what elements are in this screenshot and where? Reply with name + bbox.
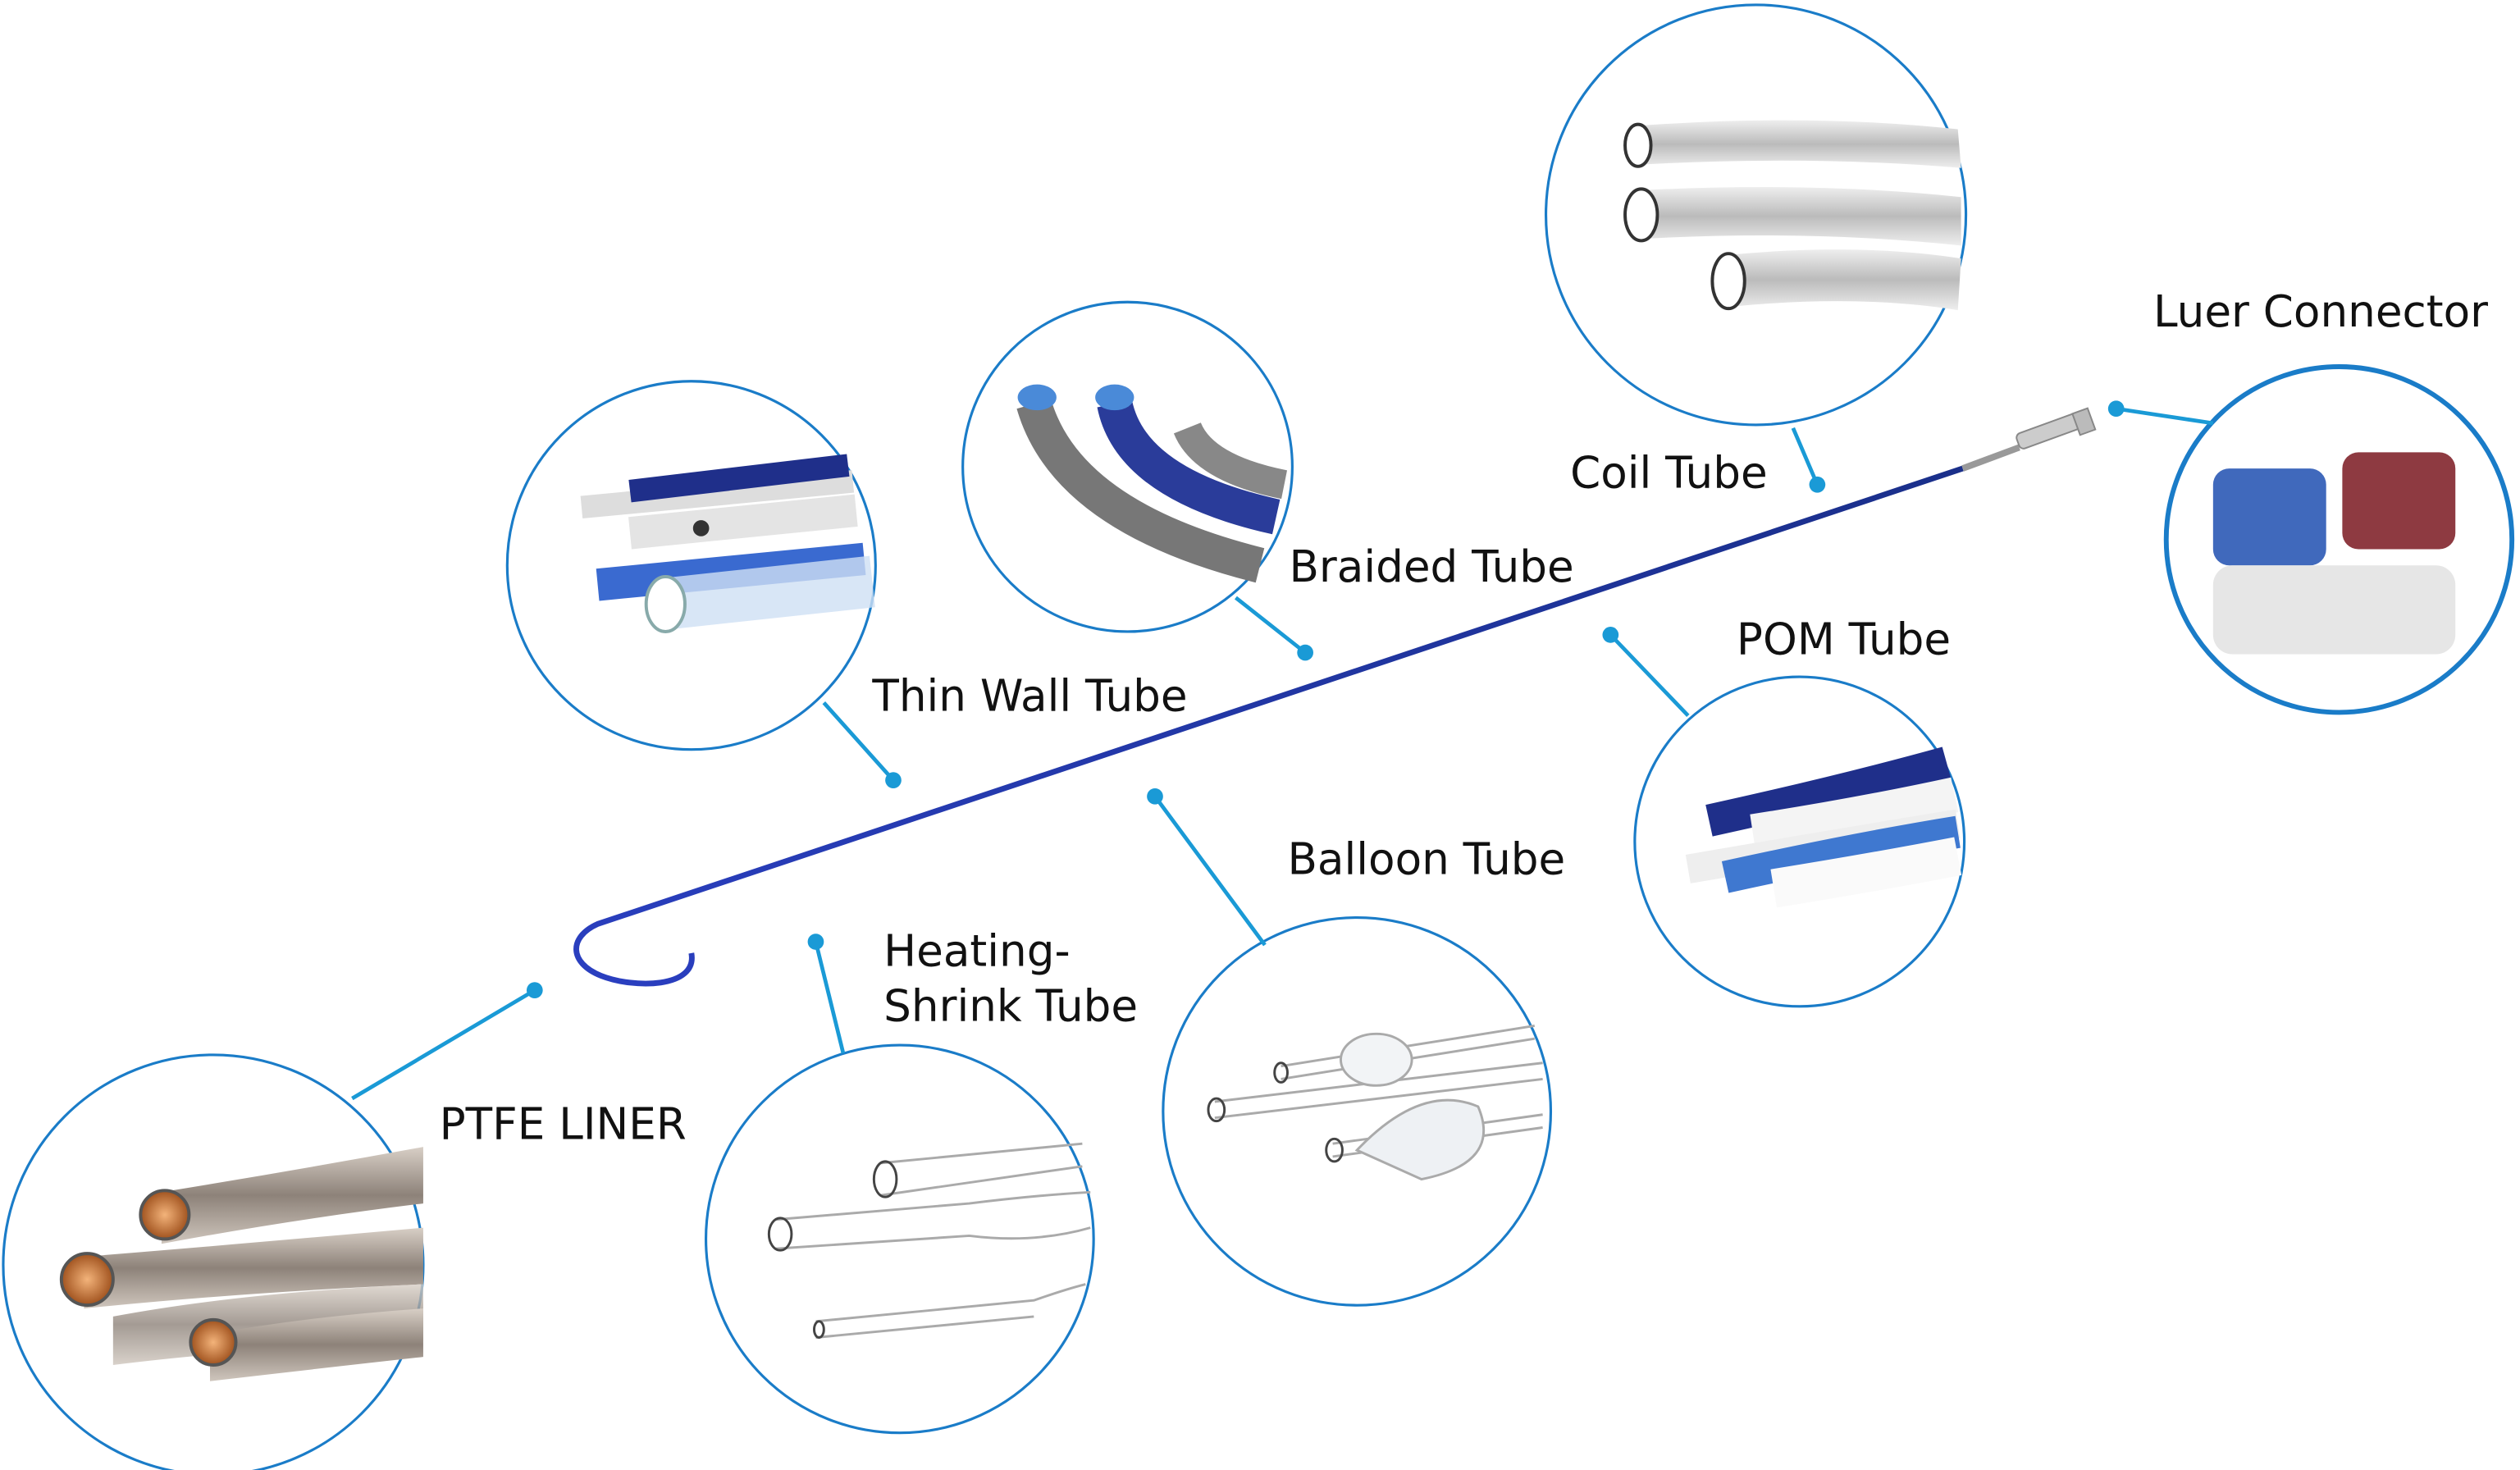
coil-tube-leader	[1791, 427, 1819, 486]
luer-connector-illustration	[2212, 452, 2456, 655]
braided-tube-dot	[1297, 644, 1313, 661]
thin-wall-tube-illustration	[580, 454, 875, 633]
catheter	[573, 407, 2097, 987]
heating-shrink-tube-callout[interactable]: Heating- Shrink Tube	[704, 926, 1139, 1435]
luer-connector-leader	[2116, 406, 2214, 426]
ptfe-liner-leader	[351, 988, 536, 1101]
balloon-tube-leader	[1153, 795, 1267, 947]
pom-tube-callout[interactable]: POM Tube	[1602, 614, 1966, 1008]
pom-tube-label: POM Tube	[1737, 614, 1951, 665]
braided-tube-label: Braided Tube	[1289, 541, 1573, 592]
catheter-shaft	[573, 465, 1964, 987]
balloon-tube-dot	[1147, 788, 1163, 805]
luer-connector-label: Luer Connector	[2153, 286, 2488, 337]
balloon-tube-label: Balloon Tube	[1287, 833, 1565, 884]
coil-tube-illustration	[1623, 120, 1961, 311]
luer-connector-callout[interactable]: Luer Connector	[2107, 286, 2515, 715]
heating-shrink-tube-illustration	[767, 1142, 1091, 1340]
braided-tube-illustration	[1016, 384, 1288, 583]
ptfe-liner-callout[interactable]: PTFE LINER	[2, 982, 687, 1470]
braided-tube-callout[interactable]: Braided Tube	[961, 300, 1574, 661]
ptfe-liner-dot	[526, 982, 543, 998]
heating-shrink-tube-label-line2: Shrink Tube	[883, 981, 1138, 1032]
balloon-tube-image	[1162, 915, 1553, 1307]
heating-shrink-tube-dot	[807, 934, 824, 950]
ptfe-liner-illustration	[59, 1147, 423, 1381]
pom-tube-leader	[1609, 633, 1690, 718]
heating-shrink-tube-image	[704, 1043, 1095, 1435]
ptfe-liner-label: PTFE LINER	[440, 1098, 687, 1149]
heating-shrink-tube-label: Heating- Shrink Tube	[883, 926, 1138, 1032]
luer-connector-dot	[2107, 400, 2125, 418]
heating-shrink-tube-leader	[814, 941, 846, 1054]
pom-tube-illustration	[1685, 746, 1962, 908]
thin-wall-tube-label: Thin Wall Tube	[871, 670, 1187, 721]
coil-tube-label: Coil Tube	[1570, 448, 1768, 499]
pom-tube-dot	[1602, 627, 1619, 643]
thin-wall-tube-dot	[885, 772, 902, 788]
thin-wall-tube-leader	[822, 701, 895, 782]
balloon-tube-illustration	[1207, 1025, 1543, 1181]
catheter-hub	[1961, 407, 2097, 472]
thin-wall-tube-callout[interactable]: Thin Wall Tube	[505, 380, 1188, 788]
balloon-tube-callout[interactable]: Balloon Tube	[1147, 788, 1565, 1307]
braided-tube-leader	[1234, 596, 1307, 655]
coil-tube-callout[interactable]: Coil Tube	[1544, 3, 1968, 499]
coil-tube-dot	[1809, 476, 1826, 493]
heating-shrink-tube-label-line1: Heating-	[883, 926, 1070, 977]
